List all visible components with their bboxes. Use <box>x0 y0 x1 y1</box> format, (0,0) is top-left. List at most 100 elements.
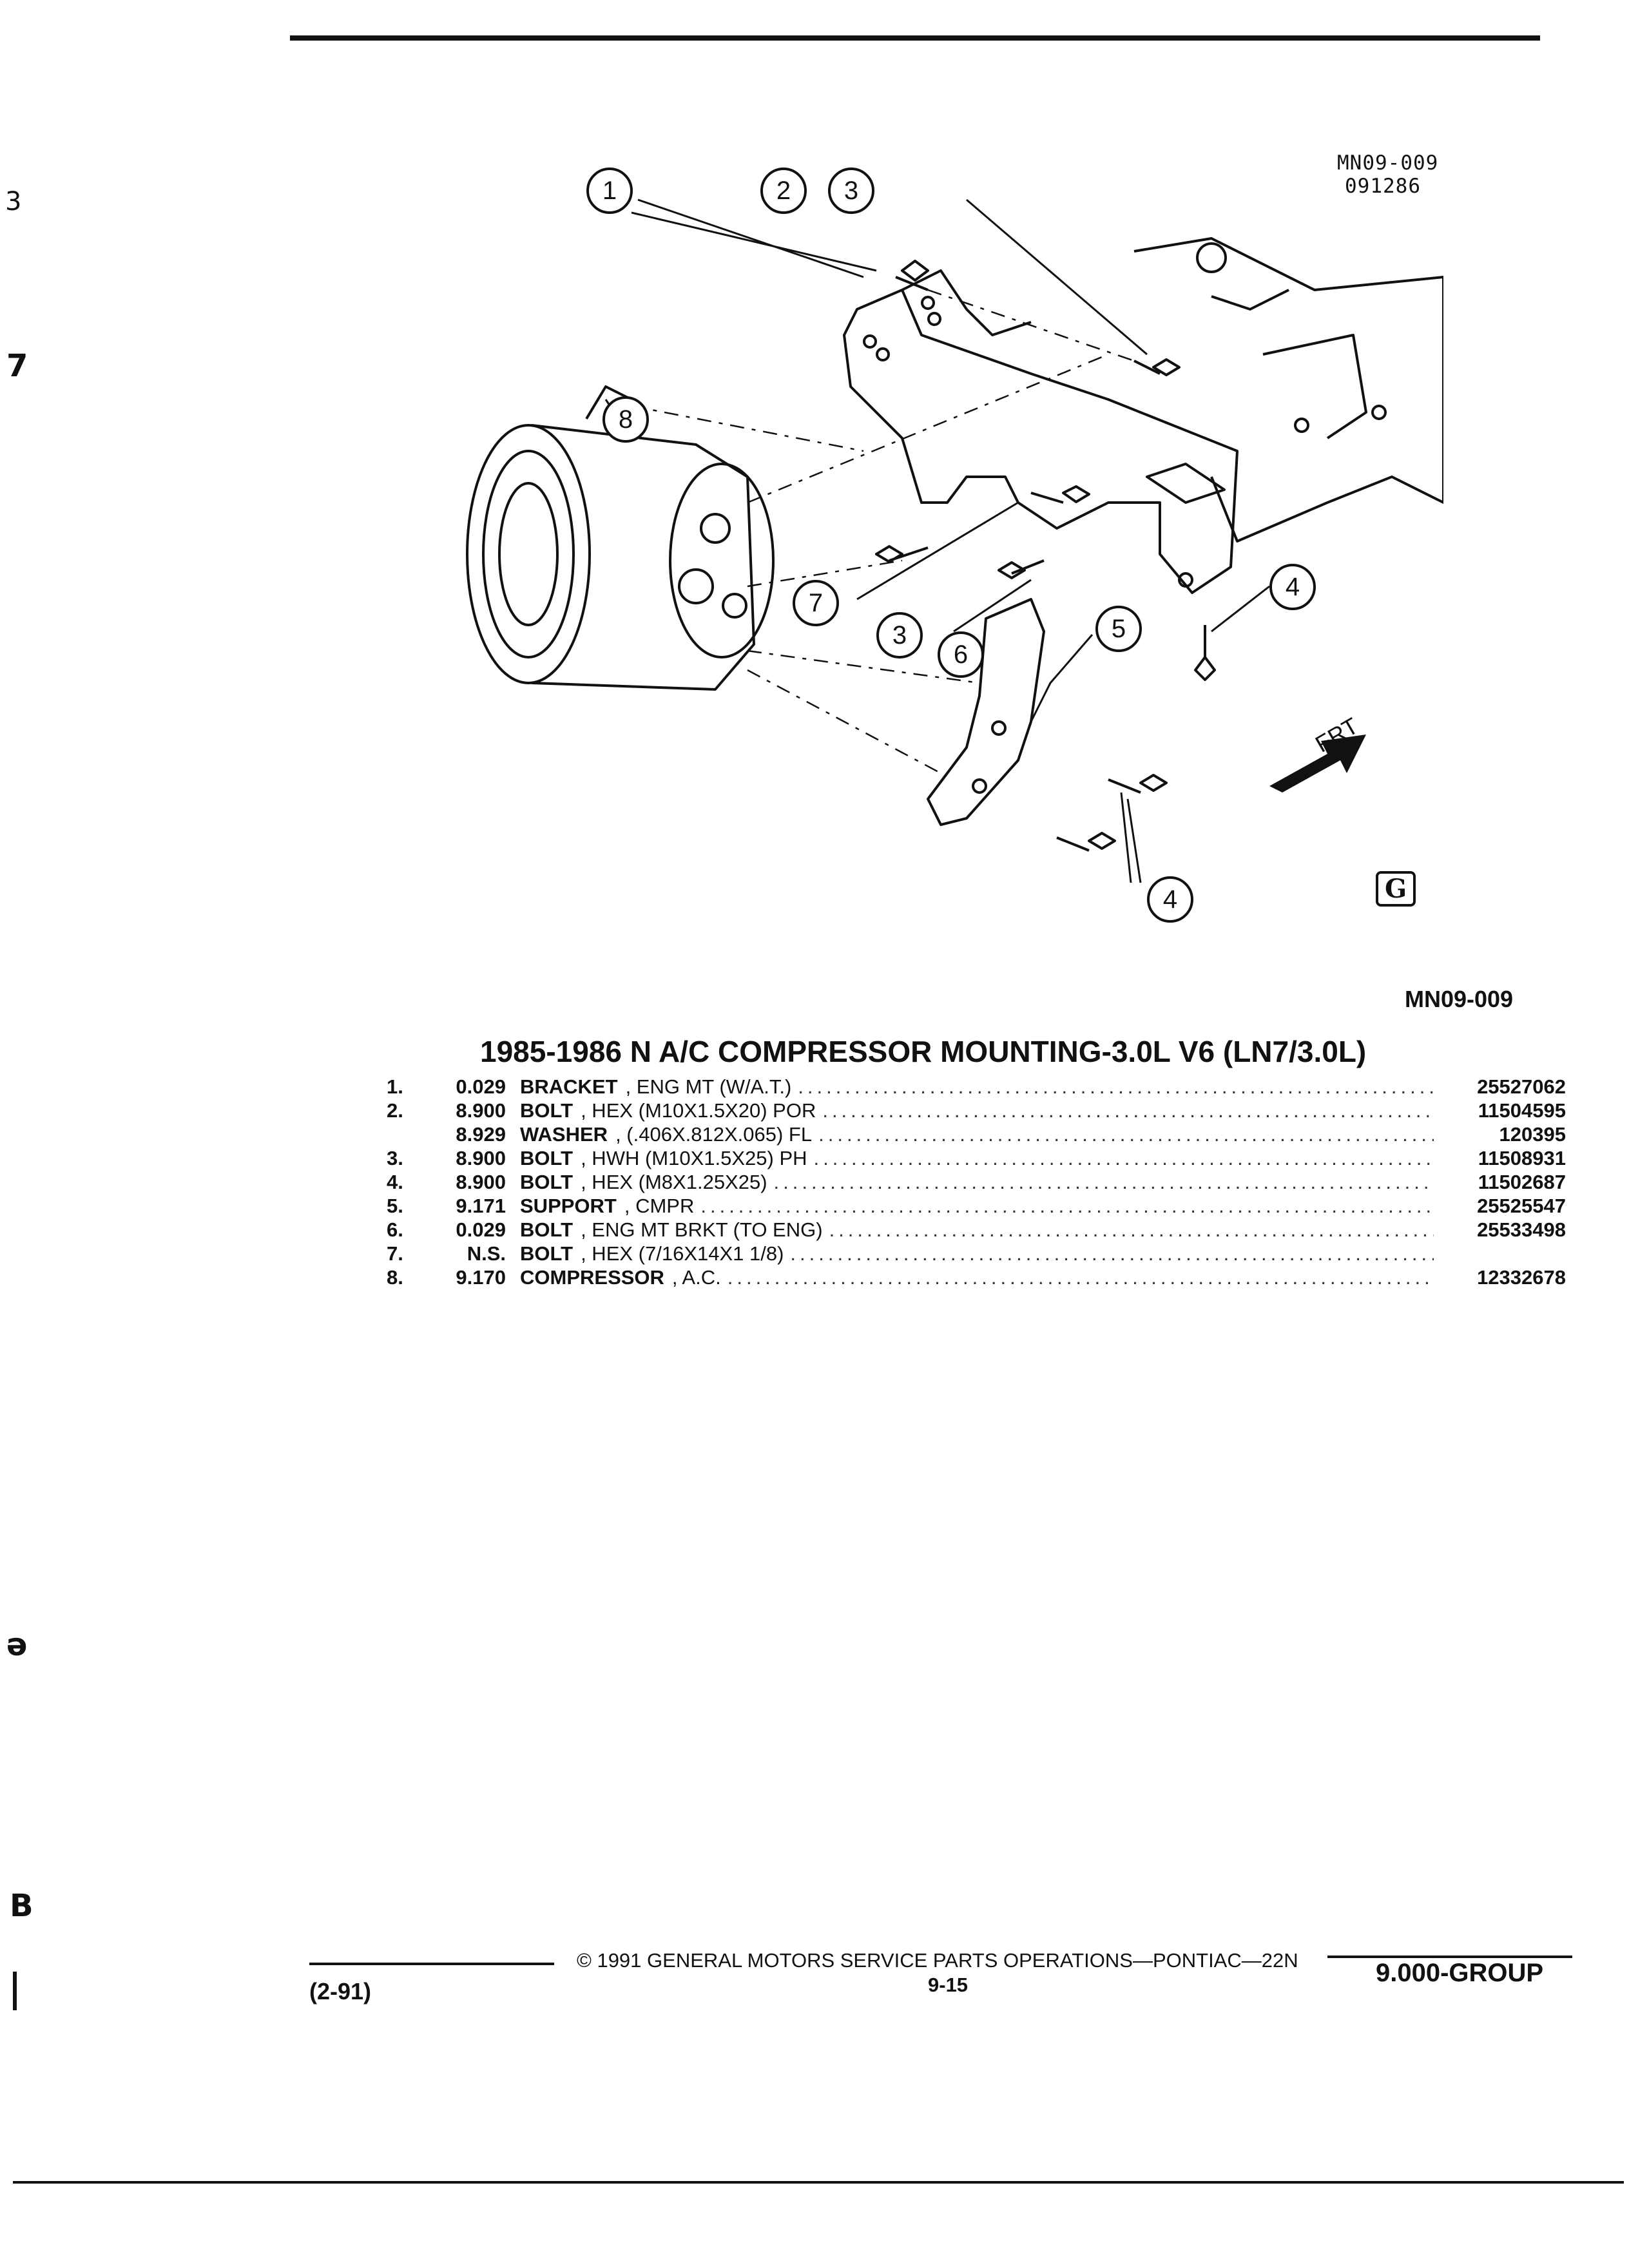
parts-list-item: 4. 8.900 BOLT , HEX (M8X1.25X25) .......… <box>387 1170 1566 1194</box>
part-description: , ENG MT BRKT (TO ENG) <box>581 1218 823 1241</box>
diagram-code: MN09-009 091286 <box>1337 151 1438 198</box>
engine-bolt-head <box>1196 242 1227 273</box>
footer-rule-left <box>309 1963 554 1965</box>
item-number: 8. <box>387 1266 403 1289</box>
part-number: 25533498 <box>1477 1218 1566 1241</box>
part-description: , CMPR <box>624 1195 695 1217</box>
part-name: BOLT <box>520 1218 574 1241</box>
parts-list-item: 6. 0.029 BOLT , ENG MT BRKT (TO ENG) ...… <box>387 1218 1566 1242</box>
callout-7: 7 <box>793 580 839 626</box>
parts-list-item: 8. 9.170 COMPRESSOR , A.C. .............… <box>387 1265 1566 1289</box>
parts-list-item: 1. 0.029 BRACKET , ENG MT (W/A.T.) .....… <box>387 1075 1566 1099</box>
engine-block-detail <box>1211 289 1367 439</box>
group-number: 8.900 <box>456 1147 506 1169</box>
parts-list: 1. 0.029 BRACKET , ENG MT (W/A.T.) .....… <box>387 1075 1566 1289</box>
bolt-3-lower <box>1030 485 1090 504</box>
part-description: , HEX (M10X1.5X20) POR <box>581 1099 816 1122</box>
diagram-svg <box>466 198 1445 883</box>
compressor-body <box>531 424 755 691</box>
group-number: 0.029 <box>456 1218 506 1241</box>
item-number: 1. <box>387 1075 403 1098</box>
compressor-pulley <box>466 424 591 684</box>
callout-4-upper-label: 4 <box>1269 564 1316 610</box>
callout-8: 8 <box>602 396 649 443</box>
margin-mark: 3 <box>5 187 22 216</box>
diagram-code-text: MN09-009 <box>1337 151 1439 175</box>
callout-2-label: 2 <box>760 168 807 214</box>
group-number: 9.170 <box>456 1266 506 1289</box>
part-description: , HEX (7/16X14X1 1/8) <box>581 1242 784 1265</box>
part-description: , ENG MT (W/A.T.) <box>625 1075 792 1098</box>
part-name: BRACKET <box>520 1075 618 1098</box>
callout-3-top-label: 3 <box>828 168 874 214</box>
part-number: 11508931 <box>1478 1147 1566 1169</box>
part-name: SUPPORT <box>520 1195 617 1217</box>
item-number: 7. <box>387 1242 403 1265</box>
part-number: 11504595 <box>1478 1099 1566 1122</box>
leader-dots: ........................................… <box>818 1123 1434 1146</box>
bolt-4-middle <box>1108 774 1168 794</box>
part-number: 11502687 <box>1478 1171 1566 1193</box>
item-number: 4. <box>387 1171 403 1193</box>
leader-dots: ........................................… <box>798 1075 1434 1098</box>
parts-list-item: 5. 9.171 SUPPORT , CMPR ................… <box>387 1194 1566 1218</box>
callout-4-upper: 4 <box>1269 564 1316 610</box>
item-number: 6. <box>387 1218 403 1241</box>
leader-dots: ........................................… <box>727 1266 1434 1289</box>
part-name: COMPRESSOR <box>520 1266 664 1289</box>
part-number: 25525547 <box>1477 1195 1566 1217</box>
gm-logo-text: G <box>1376 871 1416 907</box>
leader-lines <box>604 198 1270 883</box>
footer-rule-right <box>1327 1956 1572 1958</box>
engine-mount-bracket <box>843 289 1239 594</box>
callout-8-label: 8 <box>602 396 649 443</box>
exploded-view-diagram: 1 2 3 8 4 7 3 6 5 4 FRT <box>412 142 1445 954</box>
bolt-6 <box>998 559 1045 579</box>
parts-list-item: 8.929 WASHER , (.406X.812X.065) FL .....… <box>387 1122 1566 1146</box>
leader-dots: ........................................… <box>813 1147 1434 1169</box>
leader-dots: ........................................… <box>822 1099 1434 1122</box>
callout-7-label: 7 <box>793 580 839 626</box>
leader-dots: ........................................… <box>790 1242 1434 1265</box>
part-number: 12332678 <box>1477 1266 1566 1289</box>
part-number: 120395 <box>1499 1123 1566 1146</box>
group-number: 8.929 <box>456 1123 506 1146</box>
group-number: 0.029 <box>456 1075 506 1098</box>
callout-2: 2 <box>760 168 807 214</box>
bolt-7 <box>875 545 929 563</box>
alignment-lines <box>631 289 1135 774</box>
callout-1-label: 1 <box>586 168 633 214</box>
gm-logo: G <box>1376 871 1416 907</box>
margin-bar <box>13 1972 17 2010</box>
group-number: N.S. <box>467 1242 506 1265</box>
callout-3-lower-label: 3 <box>876 612 923 658</box>
page-number: 9-15 <box>928 1974 969 1996</box>
compressor-support <box>927 598 1045 826</box>
callout-6-label: 6 <box>938 631 984 678</box>
group-number: 8.900 <box>456 1099 506 1122</box>
page-title: 1985-1986 N A/C COMPRESSOR MOUNTING-3.0L… <box>480 1035 1367 1068</box>
item-number: 2. <box>387 1099 403 1122</box>
margin-mark: 7 <box>6 348 28 384</box>
part-description: , HEX (M8X1.25X25) <box>581 1171 767 1193</box>
bolt-2 <box>895 260 929 291</box>
callout-5: 5 <box>1095 606 1142 652</box>
callout-5-label: 5 <box>1095 606 1142 652</box>
callout-6: 6 <box>938 631 984 678</box>
leader-dots: ........................................… <box>700 1195 1434 1217</box>
group-number: 8.900 <box>456 1171 506 1193</box>
top-rule <box>290 35 1540 41</box>
compressor-rear-head <box>669 463 775 658</box>
revision-date: (2-91) <box>309 1978 372 2004</box>
item-number: 5. <box>387 1195 403 1217</box>
margin-mark: ə <box>6 1627 28 1663</box>
margin-mark: B <box>10 1888 34 1924</box>
callout-1: 1 <box>586 168 633 214</box>
part-description: , A.C. <box>671 1266 721 1289</box>
leader-dots: ........................................… <box>829 1218 1434 1241</box>
bottom-rule <box>13 2181 1624 2184</box>
copyright-notice: © 1991 GENERAL MOTORS SERVICE PARTS OPER… <box>577 1949 1298 1972</box>
callout-3-lower: 3 <box>876 612 923 658</box>
front-direction-arrow <box>1269 735 1366 793</box>
bolt-4-upper <box>1194 625 1216 681</box>
